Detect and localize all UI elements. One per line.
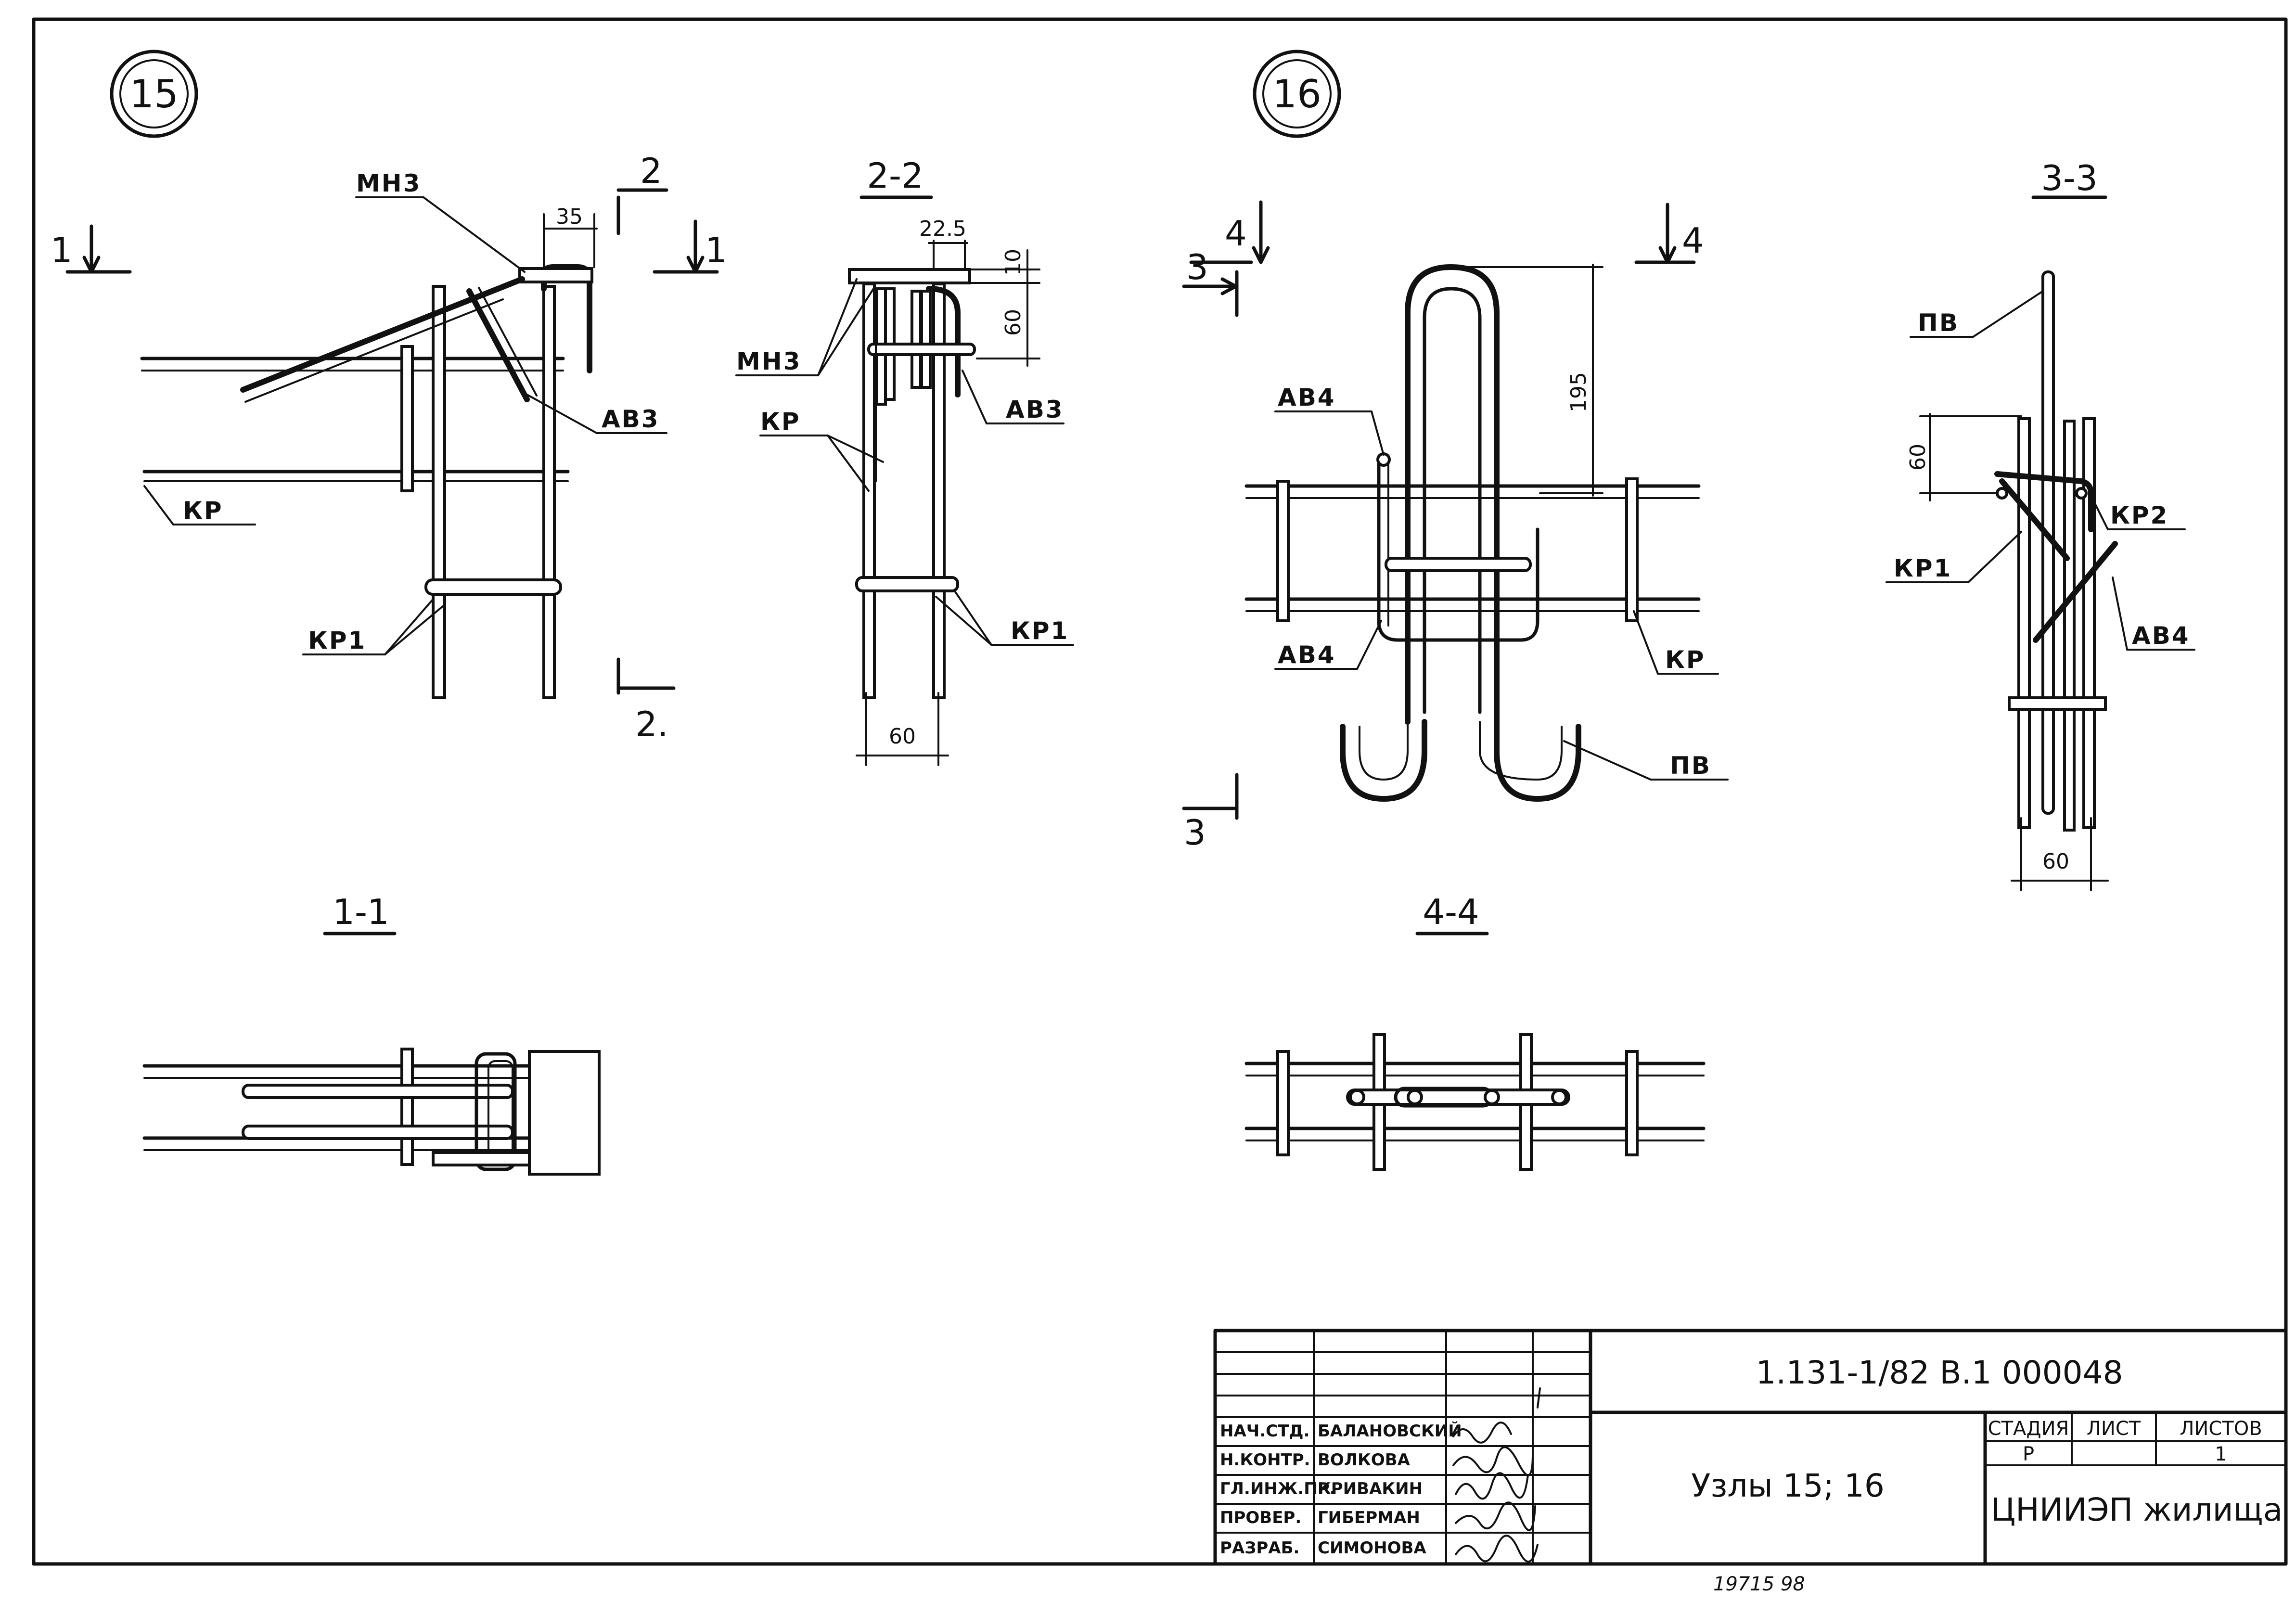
label-pv-33: ПВ bbox=[1918, 309, 1959, 337]
node-15-marker: 15 bbox=[110, 50, 198, 138]
label-kr-22: КР bbox=[760, 408, 801, 435]
name-2: КРИВАКИН bbox=[1318, 1479, 1423, 1499]
role-0: НАЧ.СТД. bbox=[1220, 1422, 1310, 1441]
role-1: Н.КОНТР. bbox=[1220, 1450, 1310, 1470]
label-av4-33: АВ4 bbox=[2132, 622, 2190, 650]
section-4-marker-left: 4 bbox=[1225, 213, 1247, 254]
sheet-frame bbox=[32, 17, 2288, 1566]
dim-60-33-bottom: 60 bbox=[2042, 849, 2069, 874]
section-2-2: 2-2 22.5 10 60 60 МН3 bbox=[735, 155, 1074, 766]
archive-number: 19715 98 bbox=[1713, 1573, 1805, 1595]
dim-35: 35 bbox=[556, 205, 583, 229]
section-4-marker-right: 4 bbox=[1682, 220, 1704, 261]
name-1: ВОЛКОВА bbox=[1318, 1450, 1411, 1470]
section-1-marker-left: 1 bbox=[51, 230, 73, 270]
section-1-1-title: 1-1 bbox=[333, 892, 389, 932]
label-kr1-15: КР1 bbox=[308, 627, 366, 654]
dim-10: 10 bbox=[1001, 249, 1026, 276]
sheet-header: ЛИСТ bbox=[2087, 1418, 2141, 1440]
section-2-marker-top: 2 bbox=[640, 151, 662, 191]
role-2: ГЛ.ИНЖ.ПР. bbox=[1220, 1479, 1336, 1499]
role-3: ПРОВЕР. bbox=[1220, 1508, 1301, 1527]
node-15-label: 15 bbox=[129, 72, 179, 116]
name-4: СИМОНОВА bbox=[1318, 1538, 1426, 1558]
label-kr1-33: КР1 bbox=[1894, 554, 1952, 582]
label-kr2-33: КР2 bbox=[2110, 501, 2168, 529]
section-3-3: 3-3 60 60 ПВ КР2 КР1 АВ4 bbox=[1886, 158, 2195, 891]
stage-header: СТАДИЯ bbox=[1988, 1418, 2069, 1440]
label-pv-16: ПВ bbox=[1670, 752, 1711, 780]
drawing-title: Узлы 15; 16 bbox=[1691, 1467, 1885, 1504]
dim-60-22-vert: 60 bbox=[1001, 309, 1026, 336]
dim-60-22-bottom: 60 bbox=[889, 724, 916, 749]
doc-code: 1.131-1/82 В.1 000048 bbox=[1756, 1354, 2123, 1391]
label-av3-22: АВ3 bbox=[1006, 396, 1064, 423]
label-av4-16-bottom: АВ4 bbox=[1278, 641, 1336, 669]
dim-60-33-vert: 60 bbox=[1906, 444, 1930, 471]
label-kr-15: КР bbox=[183, 497, 223, 525]
stage-value: Р bbox=[2023, 1443, 2034, 1465]
section-1-marker-right: 1 bbox=[705, 230, 727, 270]
dim-22-5: 22.5 bbox=[919, 217, 966, 241]
signatures bbox=[1452, 1387, 1541, 1563]
label-kr1-22: КР1 bbox=[1011, 617, 1069, 645]
name-3: ГИБЕРМАН bbox=[1318, 1508, 1420, 1527]
section-1-1: 1-1 bbox=[142, 892, 601, 1176]
node-16-marker: 16 bbox=[1253, 50, 1341, 138]
section-3-marker-bottom: 3 bbox=[1184, 812, 1206, 853]
node-16-label: 16 bbox=[1272, 72, 1321, 116]
section-2-2-title: 2-2 bbox=[867, 155, 924, 196]
organization: ЦНИИЭП жилища bbox=[1991, 1491, 2283, 1528]
section-2-marker-bottom: 2. bbox=[635, 704, 668, 744]
node-15-elevation: 1 1 2 2. 35 МН3 АВ3 КР КР1 bbox=[51, 151, 727, 744]
sheets-value: 1 bbox=[2215, 1443, 2227, 1465]
label-kr-16: КР bbox=[1665, 646, 1706, 674]
section-3-marker-top: 3 bbox=[1186, 247, 1208, 287]
label-mn3-15: МН3 bbox=[356, 169, 421, 197]
name-0: БАЛАНОВСКИЙ bbox=[1318, 1421, 1462, 1441]
section-4-4-title: 4-4 bbox=[1423, 892, 1479, 932]
section-3-3-title: 3-3 bbox=[2041, 158, 2098, 198]
section-4-4: 4-4 bbox=[1244, 892, 1706, 1171]
label-av4-16-top: АВ4 bbox=[1278, 384, 1336, 411]
dim-195: 195 bbox=[1566, 372, 1591, 412]
label-av3-15: АВ3 bbox=[602, 405, 660, 433]
title-block: 1.131-1/82 В.1 000048 Узлы 15; 16 СТАДИЯ… bbox=[1213, 1329, 2288, 1566]
sheets-header: ЛИСТОВ bbox=[2180, 1418, 2262, 1440]
label-mn3-22: МН3 bbox=[736, 347, 801, 375]
node-16-elevation: 195 4 4 3 3 АВ4 АВ4 КР ПВ bbox=[1182, 200, 1729, 853]
role-4: РАЗРАБ. bbox=[1220, 1538, 1299, 1558]
